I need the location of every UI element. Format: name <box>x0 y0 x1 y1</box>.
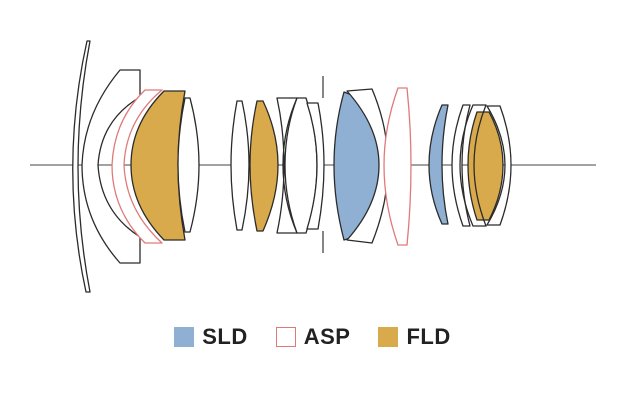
lens-element-10 <box>306 102 325 230</box>
lens-element-14-sld <box>428 104 449 225</box>
legend: SLD ASP FLD <box>0 322 625 352</box>
lens-element-6 <box>230 100 250 231</box>
legend-item-sld: SLD <box>174 324 248 350</box>
lens-element-2 <box>81 69 141 264</box>
legend-item-asp: ASP <box>275 324 351 350</box>
lens-element-15 <box>451 104 471 227</box>
legend-item-fld: FLD <box>378 324 450 350</box>
legend-label-fld: FLD <box>406 324 451 349</box>
legend-label-sld: SLD <box>202 324 248 349</box>
lens-element-7-fld <box>249 100 279 232</box>
legend-label-asp: ASP <box>303 324 351 349</box>
legend-swatch-fld <box>378 327 399 347</box>
lens-element-3-asp <box>111 89 163 244</box>
legend-swatch-asp <box>275 327 296 347</box>
lens-element-5 <box>177 97 200 233</box>
lens-element-13-asp <box>383 87 412 246</box>
legend-swatch-sld <box>174 327 195 347</box>
lens-element-17 <box>459 104 487 227</box>
lens-element-1 <box>72 40 91 293</box>
lens-element-18 <box>486 105 512 226</box>
